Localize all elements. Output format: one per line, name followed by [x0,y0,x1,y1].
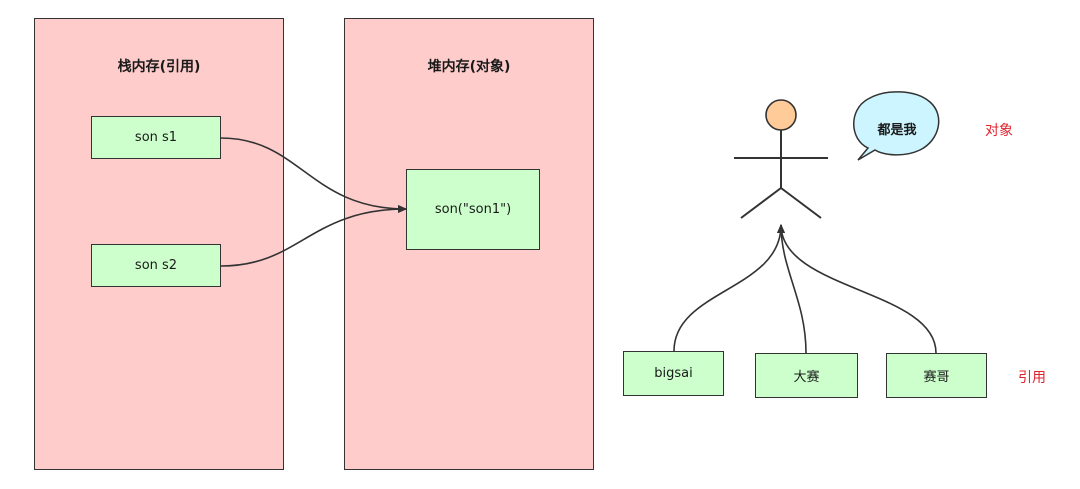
arrow-dasai-to-person [777,224,807,354]
reference-box-dasai: 大赛 [755,353,858,398]
reference-box-saige: 赛哥 [886,353,987,398]
figure-left-leg [740,187,782,219]
speech-bubble-text: 都是我 [877,123,917,138]
figure-right-leg [780,187,822,219]
reference-label: 引用 [1018,370,1046,386]
arrow-s1-to-object [220,137,407,213]
stack-ref-s2: son s2 [91,244,221,287]
arrow-saige-to-person [777,224,937,354]
stack-memory-title: 栈内存(引用) [117,59,201,75]
arrow-bigsai-to-person [673,224,785,352]
figure-head [765,99,797,131]
reference-box-bigsai: bigsai [623,351,724,396]
object-label: 对象 [985,123,1013,139]
heap-object-box: son("son1") [406,169,540,250]
arrow-s2-to-object [220,205,407,267]
stack-ref-s1: son s1 [91,116,221,159]
heap-memory-title: 堆内存(对象) [427,59,511,75]
heap-memory-panel: 堆内存(对象) [344,18,594,470]
speech-bubble [853,91,940,161]
